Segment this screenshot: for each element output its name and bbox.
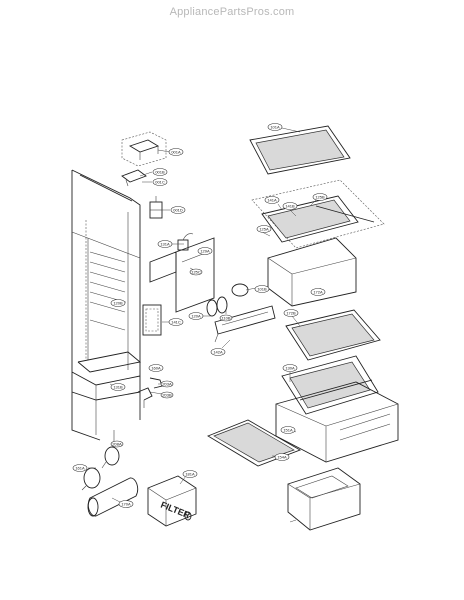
callout-131B: 131B [110,383,126,391]
watermark: AppliancePartsPros.com [169,6,295,18]
cylinder-filter [87,477,139,517]
callout-160A: 160A [148,364,164,372]
callout-label: 001B [155,169,165,174]
callout-label: 172A [313,289,323,294]
shelf-assembly-box [251,179,385,249]
crisper-cover-glass [206,419,302,467]
callout-label: 120B [113,300,123,305]
callout-label: 142A [213,349,223,354]
dispenser-panel [142,304,162,336]
callout-125C: 125C [189,268,203,276]
callout-label: 001A [171,149,181,154]
callout-141B: 141B [282,202,298,210]
callout-label: 131B [113,384,123,389]
filter-box: FILTER [147,475,197,527]
callout-label: 131A [160,241,170,246]
callout-label: 120A [191,313,201,318]
callout-170A: 170A [118,500,134,508]
callout-110B: 110B [219,314,233,322]
callout-154A: 154A [274,453,290,461]
callout-172A: 172A [310,288,326,296]
callout-label: 125B [315,194,325,199]
callout-120A: 120A [188,312,204,320]
lamp-switch [149,196,163,219]
callout-181A: 181A [182,470,198,478]
cabinet [71,169,142,441]
callout-001C: 001C [152,178,168,186]
callout-125A: 125A [256,225,272,233]
callout-120B: 120B [110,299,126,307]
callout-001D: 001D [170,206,186,214]
small-clip [121,169,147,187]
callout-label: 154A [277,454,287,459]
callout-label: 151A [283,427,293,432]
bulbs [81,430,120,491]
top-control-box [121,131,167,167]
upper-glass-shelf [249,125,351,175]
callout-129A: 129A [197,247,213,255]
knob-caps [206,283,249,317]
callout-label: 208A [112,441,122,446]
callout-001A: 001A [168,148,184,156]
callout-label: 101A [270,124,280,129]
callout-label: 203B [162,392,172,397]
callout-101A: 101A [267,123,283,131]
callout-label: 130A [285,365,295,370]
filter-box-label: FILTER [159,500,192,521]
callout-label: 110B [221,315,230,320]
callout-label: 001C [155,179,165,184]
callout-label: 141B [285,203,295,208]
callout-203B: 203B [160,391,174,399]
callout-label: 160A [151,365,161,370]
callout-001B: 001B [152,168,168,176]
upper-crisper-drawer [267,237,357,307]
callout-label: 181A [185,471,195,476]
callout-203A: 203A [160,380,174,388]
mid-glass-shelf [285,309,381,361]
callout-101B: 101B [254,285,270,293]
cam-lever [149,377,163,389]
callout-161A: 161A [72,464,88,472]
callout-label: 125A [259,226,269,231]
callout-141C: 141C [168,318,184,326]
callout-label: 129A [200,248,210,253]
callout-208A: 208A [110,440,124,448]
callout-151A: 151A [280,426,296,434]
callout-label: 170A [121,501,131,506]
crisper-control-tray [214,305,276,343]
callout-172B: 172B [283,309,299,317]
callout-125B: 125B [312,193,328,201]
callout-label: 141C [171,319,181,324]
bottom-pan [287,467,361,531]
callout-label: 001D [173,207,183,212]
callout-141A: 141A [264,196,280,204]
callout-label: 172B [286,310,296,315]
lower-shelf-assembly [281,355,379,415]
callout-label: 203A [162,381,172,386]
callout-label: 101B [257,286,267,291]
callout-130A: 130A [282,364,298,372]
leader-lines [88,127,323,523]
callout-label: 161A [75,465,85,470]
callout-label: 141A [267,197,277,202]
callout-142A: 142A [210,348,226,356]
callout-label: 125C [191,269,201,274]
callout-131A: 131A [157,240,173,248]
